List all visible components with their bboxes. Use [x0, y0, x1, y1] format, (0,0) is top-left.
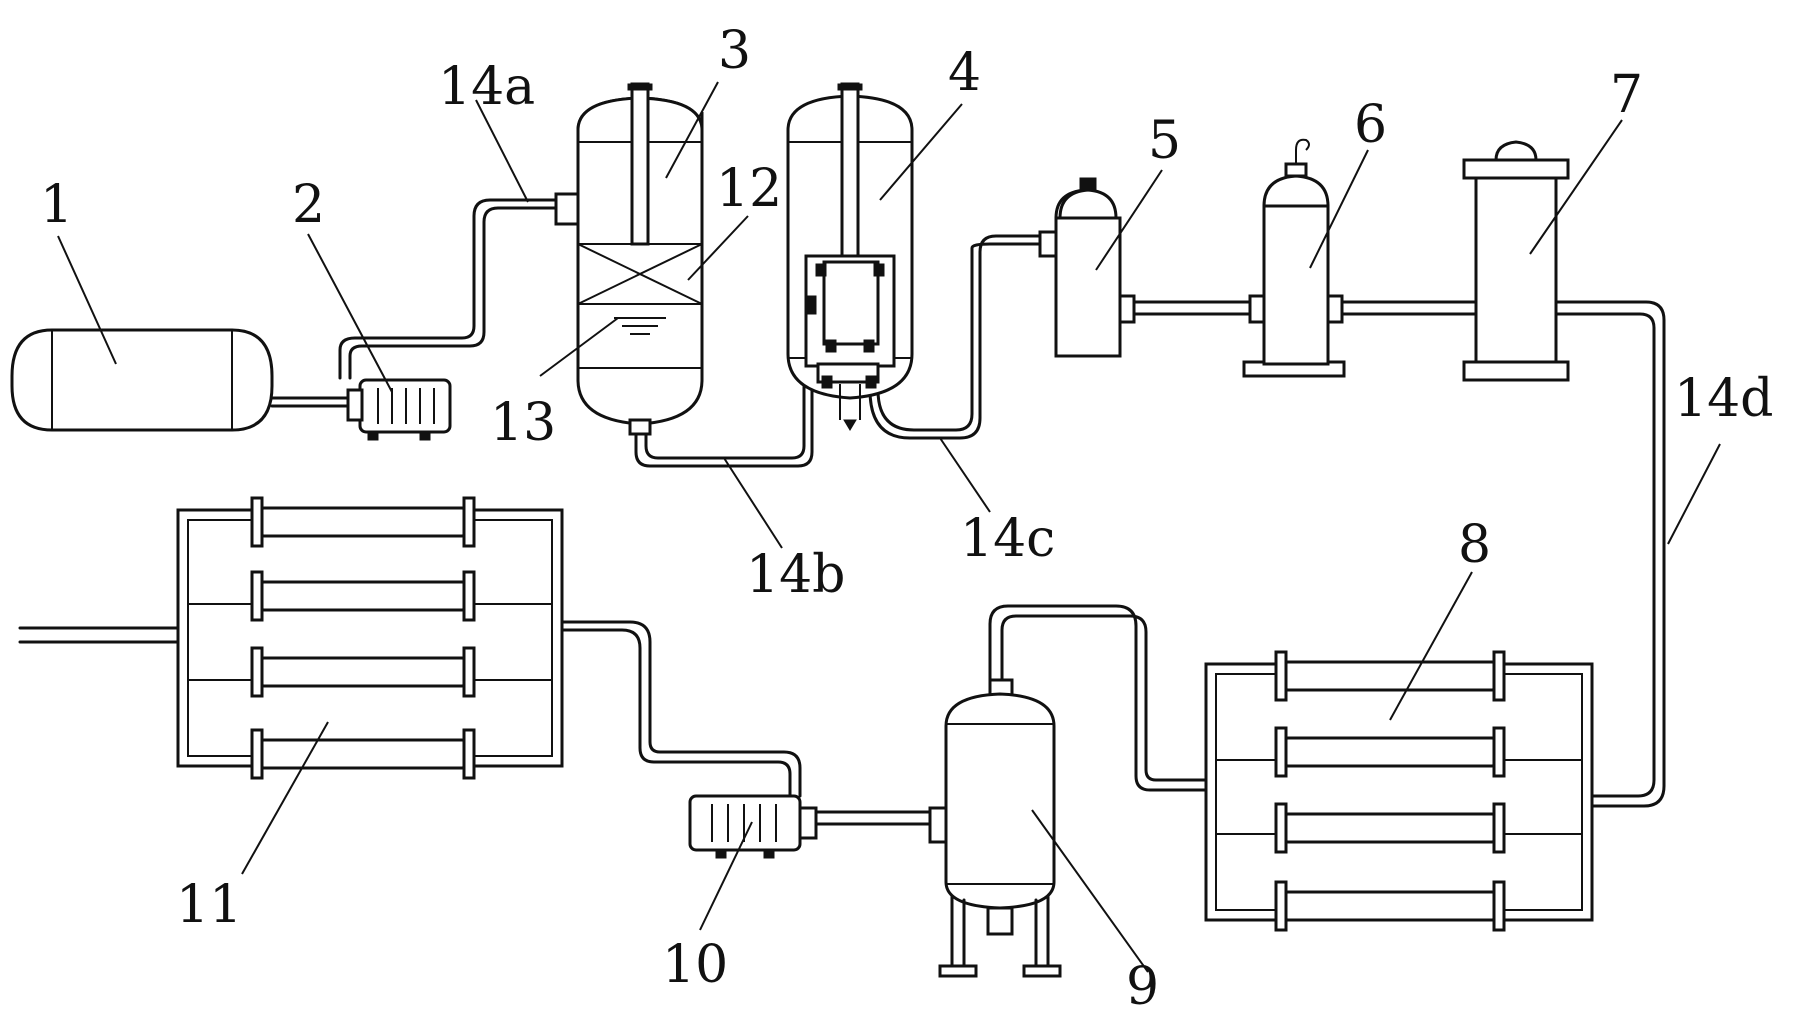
label-14d: 14d — [1674, 369, 1773, 429]
label-1: 1 — [40, 175, 73, 235]
label-10: 10 — [662, 935, 728, 995]
membrane-tube-row — [250, 646, 476, 698]
pipe-tank-to-pump — [270, 396, 362, 408]
pipe-14a-inner — [348, 206, 558, 380]
pipe-6-to-7 — [1328, 300, 1482, 316]
label-11: 11 — [176, 875, 242, 935]
label-3: 3 — [718, 21, 751, 81]
membrane-tube-row — [250, 728, 476, 780]
pipe-14a-outer — [338, 198, 558, 380]
pipe-14b-outer — [634, 264, 814, 468]
label-7: 7 — [1610, 65, 1643, 125]
pipe-outlet — [18, 626, 180, 644]
exchanger-tube-row — [1274, 802, 1506, 854]
pipe-9-to-10 — [814, 810, 932, 826]
unit-5 — [1038, 177, 1136, 358]
column-7 — [1462, 140, 1570, 382]
label-8: 8 — [1458, 515, 1491, 575]
pipe-10-to-11-inner — [558, 620, 802, 798]
exchanger-tube-row — [1274, 880, 1506, 932]
label-12: 12 — [716, 159, 782, 219]
pipe-14d-inner — [1550, 312, 1656, 798]
membrane-tube-row — [250, 496, 476, 548]
pipe-8-to-9-outer — [988, 604, 1208, 792]
pipe-14d-outer — [1550, 300, 1666, 808]
pipe-10-to-11-outer — [558, 628, 792, 798]
exchanger-tube-row — [1274, 650, 1506, 702]
pipe-5-to-6 — [1118, 300, 1252, 316]
label-5: 5 — [1148, 111, 1181, 171]
label-2: 2 — [292, 175, 325, 235]
label-6: 6 — [1354, 95, 1387, 155]
label-9: 9 — [1126, 957, 1159, 1017]
pipe-14c-inner — [876, 242, 1042, 432]
pump-10 — [688, 794, 818, 859]
label-14b: 14b — [746, 545, 845, 605]
vessel-3 — [554, 82, 704, 436]
label-13: 13 — [490, 393, 556, 453]
label-14c: 14c — [960, 509, 1055, 569]
exchanger-tube-row — [1274, 726, 1506, 778]
tank-1 — [10, 328, 274, 432]
labels: 1 2 3 4 5 6 7 8 9 10 11 12 13 14a 14b 14… — [40, 21, 1773, 1017]
pipe-8-to-9-inner — [1000, 614, 1208, 782]
pump-2 — [346, 378, 452, 441]
exchanger-bank-8 — [1204, 650, 1594, 932]
membrane-bank-11 — [176, 496, 564, 780]
separator-9 — [928, 678, 1062, 978]
vessel-4 — [786, 82, 914, 431]
membrane-tube-row — [250, 570, 476, 622]
leader-lines — [57, 81, 1721, 973]
label-4: 4 — [948, 43, 981, 103]
label-14a: 14a — [438, 57, 535, 117]
filter-6 — [1242, 138, 1346, 378]
pipe-14c-outer — [868, 234, 1042, 440]
